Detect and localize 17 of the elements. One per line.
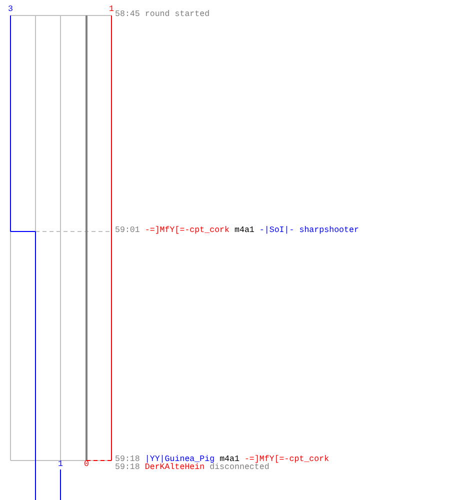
event-text: disconnected: [210, 464, 270, 472]
event-text: round started: [144, 11, 210, 20]
timestamp: 59:01: [115, 227, 140, 236]
timestamp: 59:18: [115, 456, 140, 464]
player-name: DerKAlteHein: [144, 464, 205, 472]
player-name: -|SoI|- sharpshooter: [259, 227, 359, 236]
weapon-name: m4a1: [220, 456, 240, 464]
player-name: -=]MfY[=-cpt_cork: [144, 227, 230, 236]
timestamp: 59:18: [115, 464, 140, 472]
weapon-name: m4a1: [234, 227, 254, 236]
count-label: 3: [8, 6, 13, 14]
timestamp: 58:45: [115, 11, 140, 20]
count-label: 0: [84, 461, 89, 470]
count-label: 1: [58, 460, 63, 469]
count-label: 1: [109, 6, 114, 14]
player-name: -=]MfY[=-cpt_cork: [244, 456, 330, 464]
player-name: |YY|Guinea_Pig: [144, 456, 215, 464]
